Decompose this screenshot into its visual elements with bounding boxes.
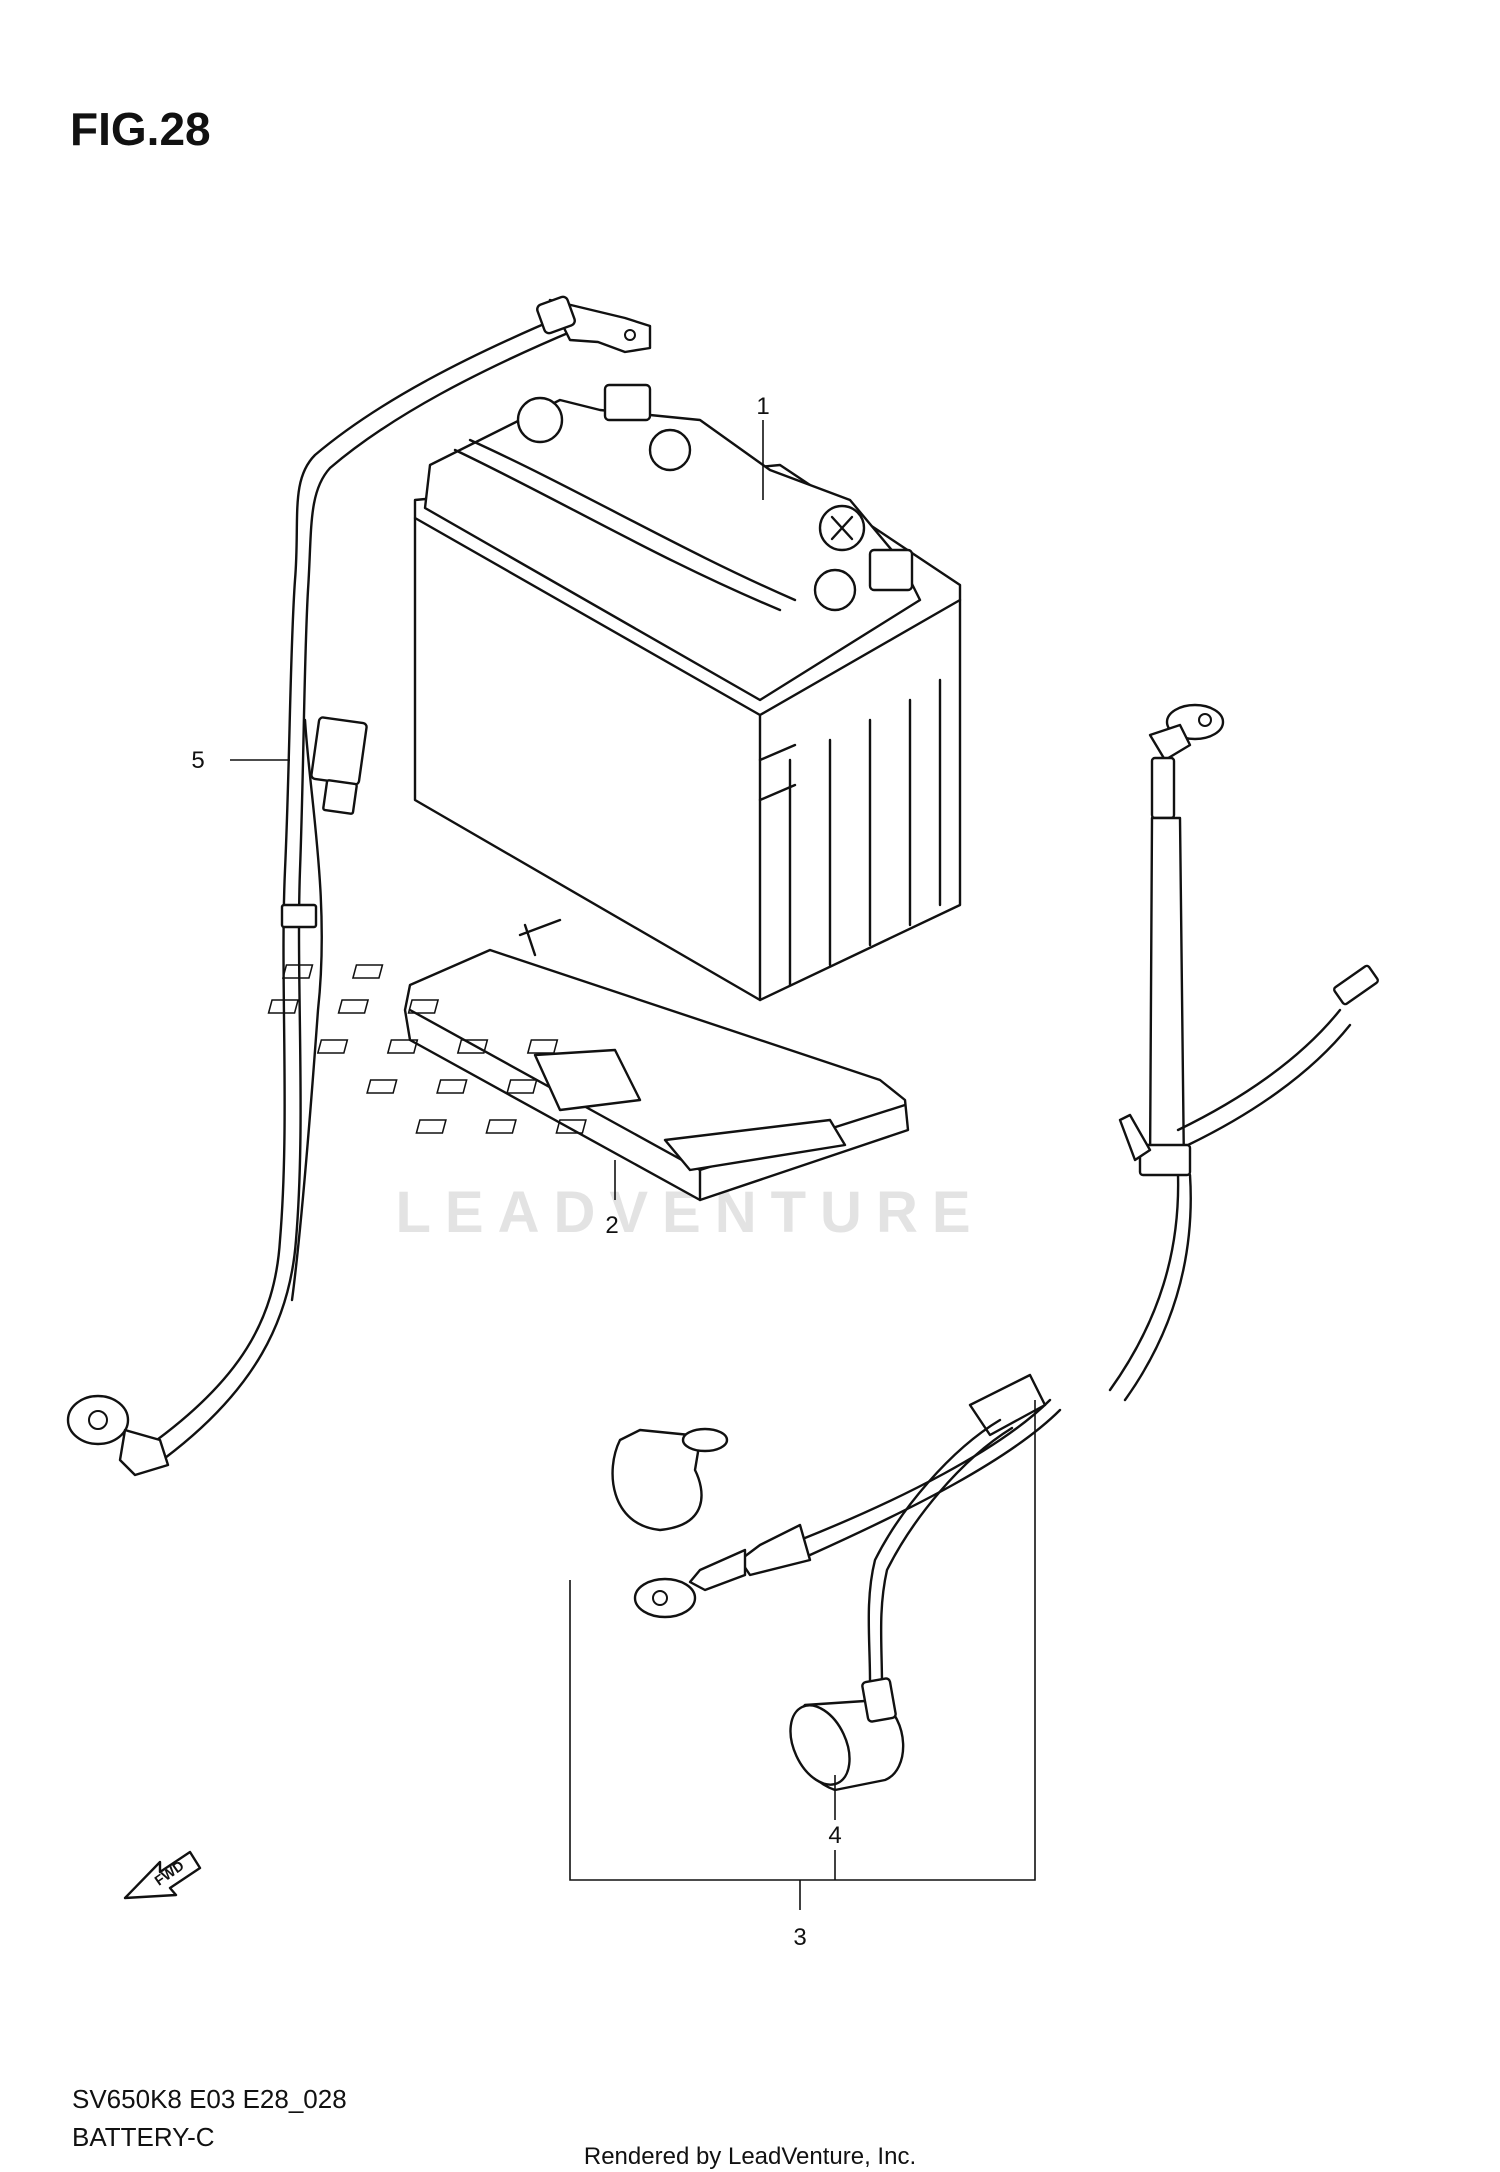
terminal-cap <box>789 1677 905 1792</box>
negative-lead-wire <box>66 295 652 1477</box>
callout-1: 1 <box>756 393 769 420</box>
callout-4: 4 <box>828 1822 841 1849</box>
leaders <box>230 420 1036 1910</box>
battery-tray <box>267 918 910 1202</box>
tray-slots <box>267 964 608 1134</box>
figure-name: BATTERY-C <box>72 2122 215 2152</box>
figure-title: FIG.28 <box>70 103 211 155</box>
render-credit: Rendered by LeadVenture, Inc. <box>584 2143 916 2170</box>
callout-2: 2 <box>605 1212 618 1239</box>
battery <box>413 383 962 1002</box>
fwd-arrow-icon: FWD <box>123 1850 202 1900</box>
callout-3: 3 <box>793 1924 806 1951</box>
figure-code: SV650K8 E03 E28_028 <box>72 2084 347 2114</box>
starter-cable-assembly <box>611 703 1379 1687</box>
callout-5: 5 <box>191 747 204 774</box>
